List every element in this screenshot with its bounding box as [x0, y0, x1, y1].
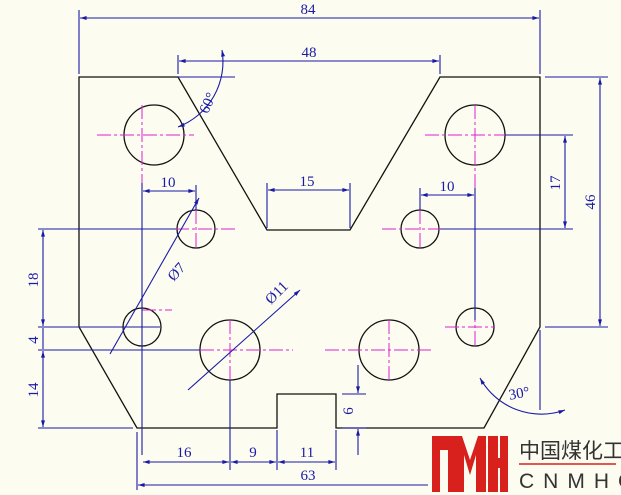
dim-10-right: 10	[440, 179, 455, 195]
dim-9: 9	[249, 445, 257, 461]
dim-15: 15	[300, 174, 315, 190]
holes	[122, 104, 506, 381]
angle-60: 60°	[197, 90, 220, 116]
dimension-lines	[38, 10, 608, 490]
dim-16: 16	[177, 445, 193, 461]
dim-84: 84	[301, 2, 317, 18]
dim-11: 11	[300, 445, 314, 461]
small-hole-diameter: Ø7	[165, 260, 189, 285]
dim-63: 63	[301, 468, 316, 484]
logo-chinese: 中国煤化工	[519, 439, 621, 463]
large-hole-diameter: Ø11	[263, 279, 292, 308]
dim-48: 48	[302, 45, 317, 61]
dim-17: 17	[548, 175, 564, 191]
dim-6: 6	[341, 407, 357, 415]
logo-english: CNMHG	[519, 470, 621, 493]
cnmhg-logo: 中国煤化工 CNMHG	[428, 433, 621, 495]
dim-4: 4	[26, 336, 42, 344]
dim-18: 18	[26, 273, 42, 288]
dim-10-left: 10	[161, 175, 176, 191]
dim-46: 46	[583, 194, 599, 210]
dim-14: 14	[26, 382, 42, 398]
center-lines	[97, 105, 520, 380]
angle-30: 30°	[508, 384, 531, 403]
part-outline	[78, 76, 541, 429]
